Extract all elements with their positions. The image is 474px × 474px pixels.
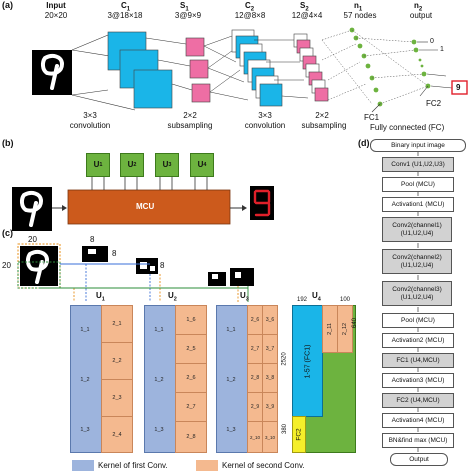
u1-orange-cell: 2_2 — [101, 342, 133, 380]
size-20-left: 20 — [2, 261, 11, 270]
output-digit: 9 — [456, 83, 461, 92]
legend-swatch-first-conv — [72, 460, 94, 471]
op-conv2-size: 3×3 — [258, 111, 272, 120]
flow-binary-input: Binary input image — [370, 139, 466, 152]
op-conv1-size: 3×3 — [83, 111, 97, 120]
flow-fc2: FC2 (U4,MCU) — [382, 393, 454, 408]
u2-orange-cell: 2_5 — [175, 334, 207, 364]
op-sub1: subsampling — [167, 121, 213, 130]
panel-label-c: (c) — [2, 228, 13, 238]
op-conv1: convolution — [69, 121, 111, 130]
flow-activation3: Activation3 (MCU) — [382, 373, 454, 388]
size-8-b: 8 — [112, 249, 117, 258]
panel-label-a: (a) — [2, 0, 13, 10]
flow-bn-find-max: BN&find max (MCU) — [382, 433, 454, 448]
u3-orange-cell-b: 3_8 — [262, 363, 278, 393]
mapping-head-u2: U2 — [168, 291, 177, 303]
flow-pool1: Pool (MCU) — [382, 177, 454, 192]
u1-blue-cell: 1_3 — [80, 427, 90, 433]
op-conv2: convolution — [244, 121, 286, 130]
flow-output: Output — [390, 453, 448, 466]
flow-pool2: Pool (MCU) — [382, 313, 454, 328]
u2-orange-cell: 2_8 — [175, 421, 207, 453]
flow-conv2-ch2: Conv2(channel2) (U1,U2,U4) — [382, 249, 452, 274]
stage-title-s2: S2 — [300, 1, 309, 13]
flow-activation1: Activation1 (MCU) — [382, 197, 454, 212]
u4-dim-192: 192 — [297, 297, 308, 303]
flow-activation4: Activation4 (MCU) — [382, 413, 454, 428]
output-1: 1 — [440, 46, 444, 53]
op-sub2: subsampling — [301, 121, 347, 130]
stage-title-n1: n1 — [354, 1, 363, 13]
panel-label-b: (b) — [2, 138, 14, 148]
stage-title-c2: C2 — [245, 1, 255, 13]
u3-orange-cell-b: 3_10 — [262, 421, 278, 453]
u2-blue-cell: 1_3 — [154, 427, 164, 433]
u2-blue-cell: 1_1 — [154, 327, 164, 333]
u3-blue-cell: 1_1 — [226, 327, 236, 333]
u1-blue-bg — [70, 305, 102, 453]
u1-blue-cell: 1_1 — [80, 327, 90, 333]
flow-activation2: Activation2 (MCU) — [382, 333, 454, 348]
u3-blue-cell: 1_3 — [226, 427, 236, 433]
flow-conv2-ch3: Conv2(channel3) (U1,U2,U4) — [382, 281, 452, 306]
u2-blue-bg — [144, 305, 176, 453]
size-8-a: 8 — [90, 235, 95, 244]
fc-caption: Fully connected (FC) — [370, 123, 445, 132]
u4-dim-100: 100 — [340, 297, 351, 303]
stage-shape-n1: 57 nodes — [343, 11, 377, 20]
op-sub2-size: 2×2 — [315, 111, 329, 120]
stage-title-c1: C1 — [121, 1, 131, 13]
legend-second-conv: Kernel of second Conv. — [222, 461, 305, 470]
u2-blue-cell: 1_2 — [154, 377, 164, 383]
mcu-block — [67, 189, 231, 225]
fc2-label: FC2 — [426, 99, 442, 108]
stage-shape-n2: output — [409, 11, 433, 20]
stage-title-input: Input — [46, 1, 66, 10]
u3-blue-cell: 1_2 — [226, 377, 236, 383]
size-8-c: 8 — [160, 261, 165, 270]
stage-shape-s1: 3@9×9 — [174, 11, 202, 20]
flow-conv1: Conv1 (U1,U2,U3) — [382, 157, 454, 172]
stage-shape-c1: 3@18×18 — [107, 11, 143, 20]
legend-first-conv: Kernel of first Conv. — [98, 461, 168, 470]
mapping-head-u1: U1 — [96, 291, 105, 303]
stage-shape-input: 20×20 — [44, 11, 68, 20]
stage-title-s1: S1 — [180, 1, 189, 13]
u1-orange-cell: 2_4 — [101, 416, 133, 453]
u4-fc1-region: 1-57 (FC1) — [292, 305, 323, 417]
u2-orange-cell: 2_6 — [175, 363, 207, 393]
mcu-label: MCU — [136, 202, 155, 211]
u4-orange-cell: 2_12 — [337, 305, 353, 353]
stage-shape-s2: 12@4×4 — [291, 11, 323, 20]
panel-label-d: (d) — [358, 138, 370, 148]
u3-blue-bg — [216, 305, 248, 453]
u2-orange-cell: 2_7 — [175, 392, 207, 422]
output-0: 0 — [430, 38, 434, 45]
mapping-head-u4: U4 — [312, 291, 321, 303]
stage-shape-c2: 12@8×8 — [234, 11, 266, 20]
fc1-label: FC1 — [364, 113, 380, 122]
flow-conv2-ch1: Conv2(channel1) (U1,U2,U4) — [382, 217, 452, 242]
op-sub1-size: 2×2 — [183, 111, 197, 120]
mapping-head-u3: U3 — [240, 291, 249, 303]
u1-blue-cell: 1_2 — [80, 377, 90, 383]
flow-fc1: FC1 (U4,MCU) — [382, 353, 454, 368]
legend-swatch-second-conv — [196, 460, 218, 471]
stage-title-n2: n2 — [414, 1, 423, 13]
u4-fc2-region: FC2 — [292, 416, 306, 453]
size-20-top: 20 — [28, 235, 37, 244]
